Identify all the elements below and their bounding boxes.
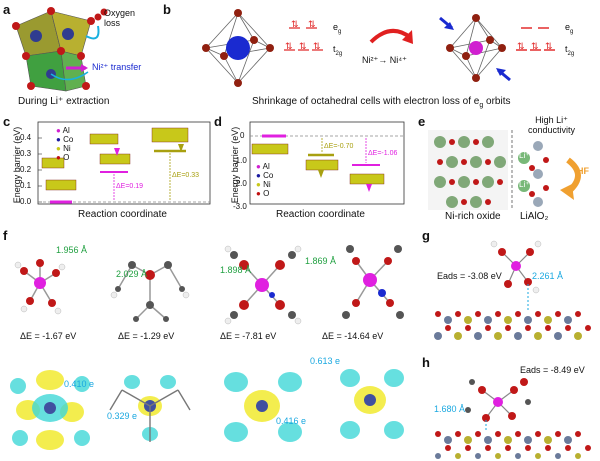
panel-c-ytick-1: 0.4: [20, 133, 32, 142]
panel-e-high-li: High Li⁺conductivity: [528, 115, 576, 135]
panel-h-dist: 1.680 Å: [434, 404, 466, 414]
legend-ni: ● Ni: [56, 144, 71, 153]
panel-c-ytick-4: 0.1: [20, 181, 32, 190]
panel-h-label: h: [422, 355, 430, 370]
panel-b-eg-right: eg: [565, 22, 574, 35]
panel-b-orbitals-left: ⇅ ⇅ ⇅ ⇅ ⇅: [284, 19, 323, 51]
panel-c-annot-1: ΔE=0.19: [116, 183, 144, 190]
panel-e-label: e: [418, 114, 426, 129]
svg-text:⇅: ⇅: [517, 41, 525, 51]
panel-b-arrow: [369, 29, 413, 44]
panel-a-oxygen-loss: Oxygen loss: [104, 8, 136, 28]
panel-g-dist: 2.261 Å: [532, 271, 564, 281]
panel-f-energy-3: ΔE = -7.81 eV: [220, 331, 277, 341]
panel-f-charge-3: 0.416 e: [276, 416, 307, 426]
panel-d-ytick-1: 0: [240, 131, 245, 140]
panel-c-xlabel: Reaction coordinate: [78, 209, 167, 220]
svg-text:⇅: ⇅: [531, 41, 539, 51]
panel-e-li-label-1: Li⁺: [519, 151, 530, 160]
panel-c-plot: [37, 121, 211, 205]
panel-f-energy-1: ΔE = -1.67 eV: [20, 331, 77, 341]
panel-f-charge-1: 0.410 e: [64, 379, 95, 389]
panel-e-li-label-2: Li⁺: [519, 180, 530, 189]
panel-c-label: c: [3, 114, 11, 129]
panel-f-label: f: [3, 228, 8, 243]
panel-e-hf: HF: [577, 166, 589, 176]
legend-o: ● O: [56, 153, 70, 162]
panel-a-label: a: [3, 2, 11, 17]
panel-e-right-caption: LiAlO₂: [520, 211, 549, 222]
svg-text:⇅: ⇅: [299, 41, 307, 51]
panel-h-structure: [435, 378, 591, 459]
panel-g-structure: [434, 240, 591, 340]
panel-d-ylabel: Energy barrier (eV): [230, 126, 240, 204]
svg-text:⇅: ⇅: [291, 19, 299, 29]
panel-b-t2g-right: t2g: [565, 44, 575, 57]
panel-b-label: b: [163, 2, 171, 17]
svg-text:⇅: ⇅: [308, 19, 316, 29]
panel-f-dist-1: 1.956 Å: [56, 245, 88, 255]
panel-c-ytick-5: 0.0: [20, 197, 32, 206]
panel-h-eads: Eads = -8.49 eV: [520, 365, 585, 375]
panel-d-ytick-2: -1.0: [233, 156, 247, 165]
panel-a-caption: During Li⁺ extraction: [18, 96, 110, 107]
panel-f-dist-2: 2.029 Å: [116, 269, 148, 279]
panel-f-energy-4: ΔE = -14.64 eV: [322, 331, 384, 341]
panel-a-structure: [12, 7, 108, 92]
panel-f-energy-2: ΔE = -1.29 eV: [118, 331, 175, 341]
panel-d-xlabel: Reaction coordinate: [276, 209, 365, 220]
panel-b-t2g-left: t2g: [333, 44, 343, 57]
panel-c-legend: ● Al ● Co ● Ni ● O: [56, 126, 73, 162]
panel-g-label: g: [422, 228, 430, 243]
panel-f-dist-4: 1.869 Å: [305, 256, 337, 266]
panel-f-charge-2: 0.329 e: [107, 411, 138, 421]
panel-d-label: d: [214, 114, 222, 129]
panel-d-annot-2: ΔE=-1.06: [368, 150, 398, 157]
panel-b-eg-left: eg: [333, 22, 342, 35]
panel-f-charge-4: 0.613 e: [310, 356, 341, 366]
panel-b-octahedron-right: [439, 14, 511, 82]
svg-text:⇅: ⇅: [285, 41, 293, 51]
legend-al: ● Al: [56, 126, 70, 135]
panel-c-annot-2: ΔE=0.33: [172, 172, 200, 179]
svg-text:⇅: ⇅: [313, 41, 321, 51]
panel-b-caption: Shrinkage of octahedral cells with elect…: [252, 96, 511, 109]
panel-d-legend: ● Al ● Co ● Ni ● O: [256, 162, 274, 198]
panel-d-ytick-3: -2.0: [233, 179, 247, 188]
panel-b-orbitals-right: ⇅ ⇅ ⇅: [516, 27, 555, 51]
panel-f-dist-3: 1.898 Å: [220, 265, 252, 275]
panel-a-ni-transfer: Ni²⁺ transfer: [92, 62, 142, 72]
panel-d-annot-1: ΔE=-0.70: [324, 143, 354, 150]
panel-c-ytick-3: 0.2: [20, 165, 32, 174]
panel-e-structure: [428, 130, 581, 210]
panel-b-octahedron-left: [202, 9, 274, 87]
panel-f-charge-densities: [10, 369, 404, 450]
panel-f-molecules: [14, 245, 404, 325]
panel-e-left-caption: Ni-rich oxide: [445, 211, 501, 222]
panel-d-ytick-4: -3.0: [233, 202, 247, 211]
panel-b-reaction: Ni²⁺→ Ni⁴⁺: [362, 55, 407, 65]
panel-c-ytick-2: 0.3: [20, 149, 32, 158]
legend-co: ● Co: [56, 135, 74, 144]
svg-text:⇅: ⇅: [545, 41, 553, 51]
panel-d-plot: [249, 121, 405, 205]
panel-g-eads: Eads = -3.08 eV: [437, 271, 502, 281]
